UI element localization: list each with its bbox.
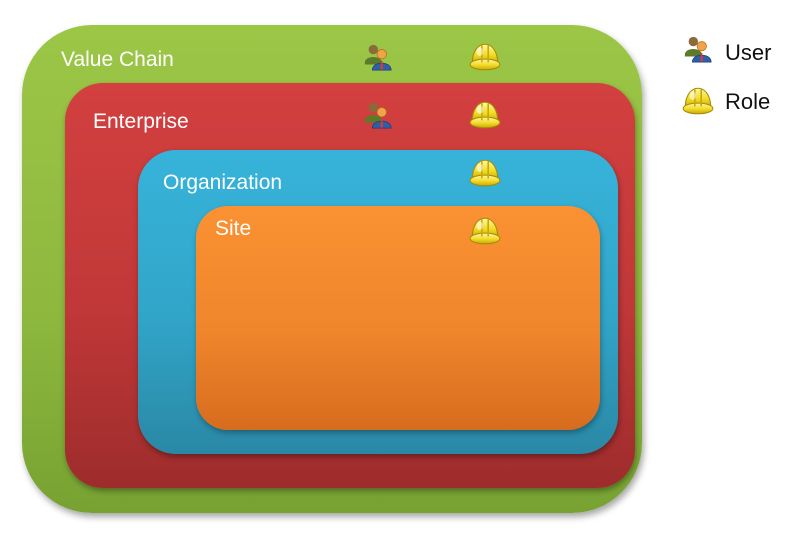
scope-label-value-chain: Value Chain — [61, 48, 174, 71]
legend-user-label: User — [725, 40, 772, 65]
scope-label-organization: Organization — [163, 171, 283, 194]
scope-site: Site — [196, 206, 600, 430]
role-icon — [468, 156, 502, 190]
legend-role-label: Role — [725, 89, 771, 114]
legend-user-icon — [683, 34, 713, 64]
scope-label-enterprise: Enterprise — [93, 110, 189, 133]
user-icon — [363, 42, 393, 72]
legend-role-icon — [681, 84, 715, 118]
role-icon — [468, 214, 502, 248]
role-icon — [468, 40, 502, 74]
scope-label-site: Site — [215, 217, 252, 240]
user-icon — [363, 100, 393, 130]
role-icon — [468, 98, 502, 132]
